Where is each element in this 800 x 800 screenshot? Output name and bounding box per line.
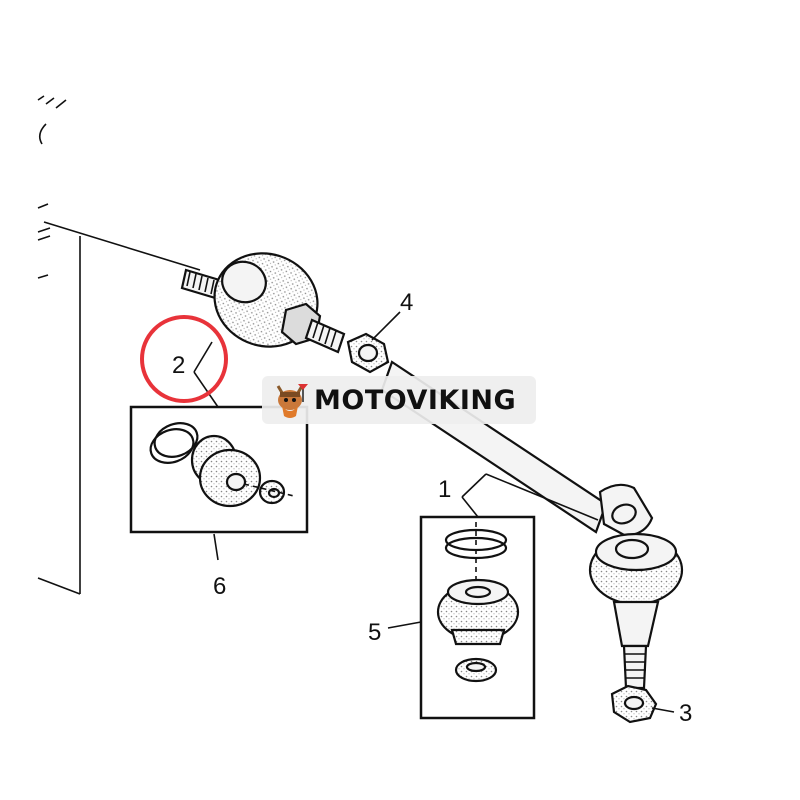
frame-lines: [37, 95, 201, 595]
kit-box-5: [419, 515, 536, 720]
watermark-text: MOTOVIKING: [314, 384, 517, 416]
callout-2: 2: [172, 352, 185, 379]
kit-box-6: [129, 405, 309, 534]
callout-4: 4: [400, 289, 413, 316]
callout-3: 3: [679, 700, 692, 727]
highlight-circle: [140, 315, 228, 403]
callout-1: 1: [438, 476, 451, 503]
callout-5: 5: [368, 619, 381, 646]
callout-6: 6: [213, 573, 226, 600]
viking-mascot-icon: [276, 384, 308, 418]
leader-lines: [193, 311, 675, 713]
watermark: MOTOVIKING: [262, 376, 536, 424]
